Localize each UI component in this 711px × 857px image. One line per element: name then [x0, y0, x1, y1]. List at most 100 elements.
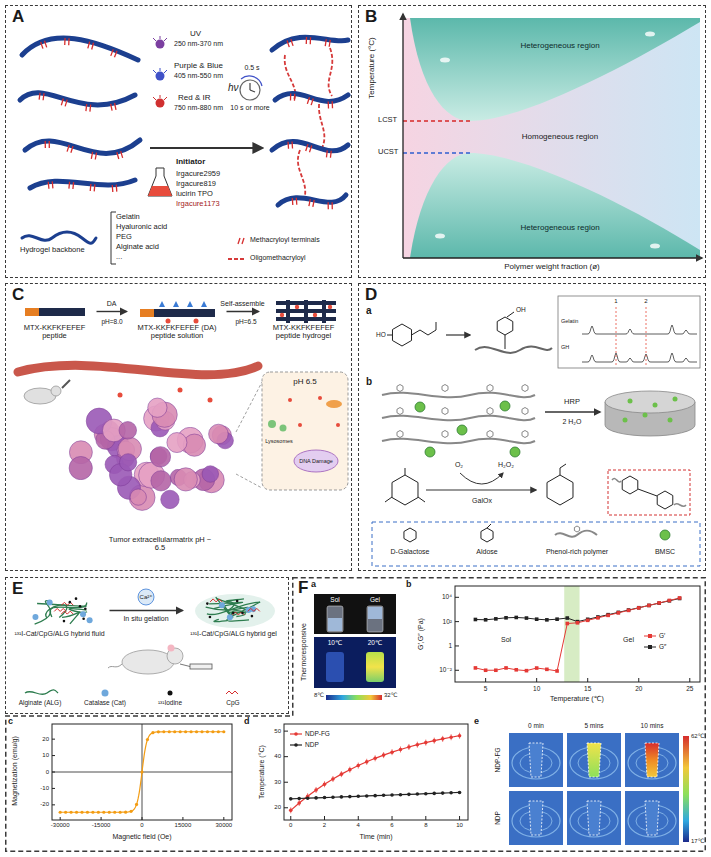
text-label: e [474, 717, 479, 727]
drawing-part [214, 619, 227, 621]
drawing-part [432, 739, 436, 743]
text-label: 50 [274, 728, 281, 735]
legend-text: NDP [305, 741, 319, 748]
drawing-part [294, 743, 298, 747]
drawing-part [32, 614, 38, 620]
text-label: 62℃ [691, 733, 704, 740]
drawing-part [42, 93, 44, 100]
drawing-part [455, 645, 459, 646]
text-label: -15000 [92, 822, 111, 829]
drawing-part [211, 730, 214, 733]
drawing-part [319, 98, 324, 148]
drawing-part [164, 38, 167, 41]
drawing-part [442, 385, 448, 392]
drawing-part [30, 180, 135, 188]
illustration-box: ¹³¹I-Cat/CpG/ALG hybrid gel [186, 592, 282, 640]
caption-text: MTX-KKFKFEFEF peptide [15, 324, 95, 341]
drawing-part [460, 473, 503, 484]
legend-text: G′ [659, 632, 665, 639]
drawing-part [290, 816, 291, 820]
text-label: Sol [330, 596, 339, 603]
drawing-part [209, 424, 229, 444]
drawing-part [365, 760, 369, 764]
drawing-part [587, 801, 601, 835]
drawing-part [510, 447, 520, 457]
drawing-part [284, 724, 468, 820]
drawing-part [657, 601, 661, 605]
drawing-part [294, 450, 338, 472]
drawing-part [484, 668, 488, 672]
text-label: Methacryloyl terminals [250, 236, 320, 244]
drawing-part [280, 313, 284, 317]
drawing-part [313, 313, 317, 317]
drawing-part [535, 617, 539, 621]
drawing-part [309, 199, 310, 206]
drawing-part [653, 403, 658, 408]
drawing-part [623, 418, 628, 423]
text-label: 6 [390, 822, 393, 829]
text-label: 17℃ [691, 838, 704, 845]
drawing-part [201, 301, 207, 307]
drawing-part [323, 796, 327, 800]
drawing-part [475, 598, 679, 621]
drawing-part [248, 608, 260, 611]
drawing-part [160, 36, 161, 39]
drawing-part [119, 454, 136, 471]
drawing-part [558, 296, 700, 368]
drawing-part [63, 620, 66, 623]
drawing-part [67, 145, 69, 152]
drawing-part [402, 14, 403, 258]
drawing-part [606, 614, 610, 618]
drawing-part [606, 613, 610, 617]
text-label: 8 [424, 822, 427, 829]
drawing-part [449, 791, 453, 795]
arrow-label: In situ gelation [122, 615, 169, 623]
drawing-part [424, 792, 428, 796]
text-label: 40 [274, 753, 281, 760]
drawing-part [596, 615, 600, 619]
drawing-part [174, 468, 197, 491]
illustration-box: ¹³¹I-Cat/CpG/ALG hybrid fluid [12, 592, 108, 640]
text-label: Irgacure819 [176, 180, 216, 188]
drawing-part [151, 471, 171, 491]
drawing-part [586, 619, 590, 623]
drawing-part [637, 606, 641, 610]
flow-arrow [110, 610, 183, 611]
text-label: 2 [323, 822, 326, 829]
drawing-part [306, 144, 308, 151]
drawing-part [487, 524, 491, 528]
drawing-part [340, 795, 344, 799]
drawing-part [522, 431, 528, 438]
drawing-part [195, 594, 275, 628]
text-label: Magnetization (emu/g) [11, 736, 19, 806]
drawing-part [79, 605, 82, 608]
drawing-part [435, 234, 445, 239]
drawing-part [368, 607, 382, 619]
drawing-part [555, 669, 559, 673]
legend-text: Phenol-rich polymer [546, 548, 608, 556]
drawing-part [150, 447, 170, 467]
drawing-part [560, 468, 561, 475]
drawing-part [689, 678, 690, 682]
drawing-part [612, 479, 621, 482]
drawing-part [226, 691, 238, 694]
drawing-part [625, 791, 679, 845]
drawing-part [497, 317, 513, 335]
text-label: 30000 [215, 822, 232, 829]
drawing-part [645, 801, 659, 835]
panel-letter: F [298, 579, 308, 596]
drawing-part [382, 393, 535, 398]
drawing-part [112, 185, 114, 192]
text-label: Temperature (°C) [258, 745, 266, 799]
drawing-part [412, 322, 437, 335]
drawing-part [124, 811, 127, 814]
text-label: Heterogeneous region [520, 224, 599, 233]
drawing-part [567, 791, 621, 845]
drawing-part [167, 433, 187, 453]
drawing-part [298, 150, 305, 200]
drawing-part [306, 37, 308, 44]
drawing-part [195, 730, 198, 733]
drawing-part [287, 40, 289, 47]
text-label: 1 [614, 298, 617, 305]
illustration-box: MTX-KKFKFEFEF (DA) peptide solution [130, 300, 225, 343]
